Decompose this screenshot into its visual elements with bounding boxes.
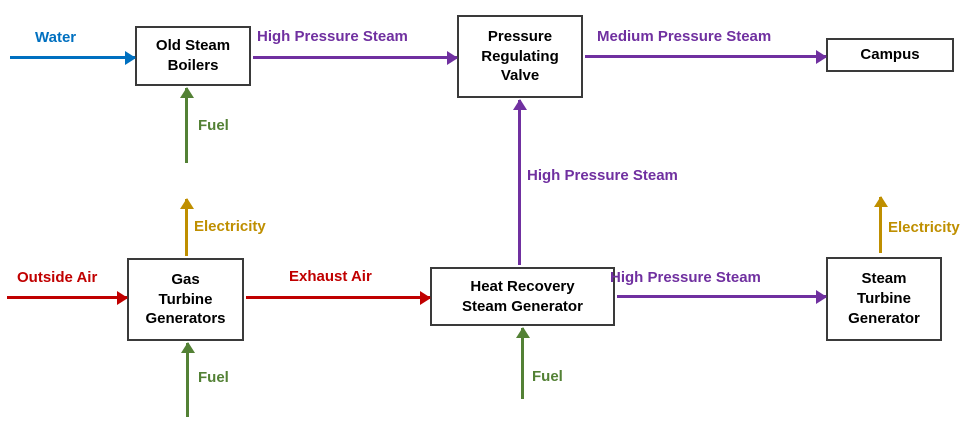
node-gas-turbine-generators: Gas Turbine Generators (127, 258, 244, 341)
fuel-label-hrsg: Fuel (532, 368, 563, 385)
fuel-arrow-gtg (180, 342, 195, 417)
node-heat-recovery-steam-generator-label: Heat Recovery Steam Generator (462, 277, 583, 315)
node-old-steam-boilers: Old Steam Boilers (135, 26, 251, 86)
fuel-arrow-hrsg (515, 327, 530, 399)
arrowhead-right-icon (447, 50, 458, 65)
electricity-label-stg: Electricity (888, 219, 960, 236)
node-pressure-regulating-valve: Pressure Regulating Valve (457, 15, 583, 98)
arrowhead-up-icon (873, 196, 888, 207)
arrowhead-up-icon (179, 87, 194, 98)
fuel-arrow-boilers (179, 87, 194, 163)
arrowhead-right-icon (420, 290, 431, 305)
arrowhead-right-icon (125, 50, 136, 65)
high-pressure-steam-label-stg: High Pressure Steam (610, 269, 761, 286)
arrowhead-up-icon (515, 327, 530, 338)
medium-pressure-steam-label: Medium Pressure Steam (597, 28, 772, 45)
high-pressure-steam-label-prv: High Pressure Steam (527, 167, 678, 184)
node-steam-turbine-generator: Steam Turbine Generator (826, 257, 942, 341)
water-arrow (10, 50, 136, 65)
node-heat-recovery-steam-generator: Heat Recovery Steam Generator (430, 267, 615, 326)
high-pressure-steam-arrow-boilers (253, 50, 458, 65)
exhaust-air-label: Exhaust Air (289, 268, 372, 285)
node-campus: Campus (826, 38, 954, 72)
node-pressure-regulating-valve-label: Pressure Regulating Valve (481, 27, 559, 85)
medium-pressure-steam-arrow (585, 49, 827, 64)
high-pressure-steam-arrow-stg (617, 289, 827, 304)
electricity-label-gtg: Electricity (194, 218, 266, 235)
node-gas-turbine-generators-label: Gas Turbine Generators (145, 270, 226, 328)
arrowhead-up-icon (180, 342, 195, 353)
outside-air-arrow (7, 290, 128, 305)
node-campus-label: Campus (860, 46, 920, 64)
electricity-arrow-stg (873, 196, 888, 253)
arrowhead-up-icon (179, 198, 194, 209)
node-steam-turbine-generator-label: Steam Turbine Generator (848, 270, 920, 327)
outside-air-label: Outside Air (17, 269, 98, 286)
arrowhead-right-icon (816, 49, 827, 64)
fuel-label-boilers: Fuel (198, 117, 229, 134)
electricity-arrow-gtg (179, 198, 194, 256)
arrowhead-up-icon (512, 99, 527, 110)
water-label: Water (35, 29, 77, 46)
arrowhead-right-icon (117, 290, 128, 305)
high-pressure-steam-arrow-prv (512, 99, 527, 265)
node-old-steam-boilers-label: Old Steam Boilers (155, 37, 231, 74)
fuel-label-gtg: Fuel (198, 369, 229, 386)
high-pressure-steam-label-boilers: High Pressure Steam (257, 28, 408, 45)
exhaust-air-arrow (246, 290, 431, 305)
arrowhead-right-icon (816, 289, 827, 304)
